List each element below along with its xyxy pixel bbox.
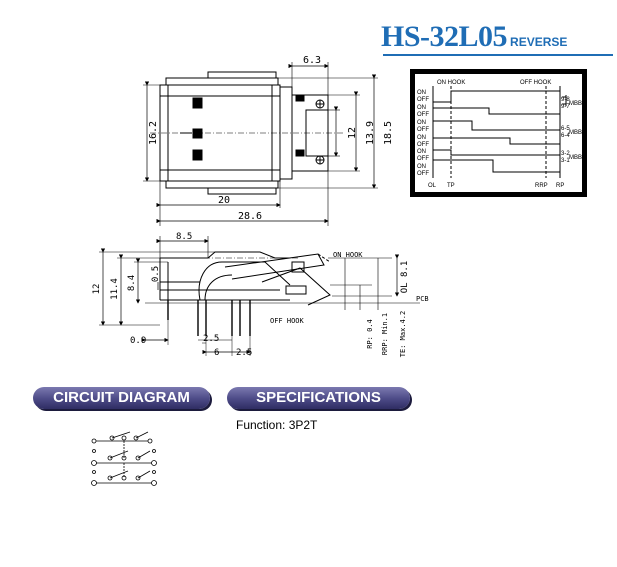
state-label: OFF: [417, 171, 429, 177]
dim-side-6: 6: [214, 348, 219, 358]
dim-side-2.5b: 2.5: [236, 348, 252, 358]
chart-on-hook: ON HOOK: [437, 80, 465, 86]
state-label: ON: [417, 164, 426, 170]
model-variant: REVERSE: [510, 35, 568, 49]
model-number: HS-32L05: [381, 20, 508, 53]
pcb-label: PCB: [416, 295, 429, 303]
contact-label: 3-2: [561, 151, 570, 157]
dim-side-0.5: 0.5: [151, 266, 161, 282]
contact-type: MBB: [569, 130, 582, 136]
dim-top-16.2: 16.2: [148, 121, 159, 145]
dim-side-8.4: 8.4: [127, 275, 137, 291]
spec-function-label: Function:: [236, 418, 286, 432]
position-label: OL: [428, 183, 437, 189]
dim-top-12: 12: [347, 127, 358, 139]
dim-side-11.4: 11.4: [110, 278, 120, 300]
position-label: TP: [447, 183, 455, 189]
dim-top-20: 20: [218, 195, 230, 206]
contact-label: 6-5: [561, 126, 570, 132]
chart-off-hook: OFF HOOK: [520, 80, 551, 86]
contact-type: MBB: [569, 101, 582, 107]
state-label: ON: [417, 149, 426, 155]
specifications-header: SPECIFICATIONS: [227, 387, 410, 409]
dim-side-8.5: 8.5: [176, 232, 192, 242]
dim-side-2.5a: 2.5: [203, 334, 219, 344]
state-label: ON: [417, 90, 426, 96]
dim-side-ol: OL 8.1: [400, 261, 410, 294]
state-label: OFF: [417, 127, 429, 133]
contact-label: 9-7: [561, 104, 570, 110]
side-on-hook: ON HOOK: [333, 251, 363, 259]
spec-function: Function: 3P2T: [236, 418, 317, 432]
stroke-rrp: RRP: Min.1: [381, 313, 389, 355]
state-label: ON: [417, 135, 426, 141]
state-label: OFF: [417, 97, 429, 103]
contact-label: 6-4: [561, 133, 570, 139]
position-label: RRP: [535, 183, 548, 189]
state-label: OFF: [417, 142, 429, 148]
state-label: OFF: [417, 112, 429, 118]
title-underline: [383, 54, 613, 56]
dim-top-28.6: 28.6: [238, 211, 262, 222]
dim-top-13.9: 13.9: [365, 121, 376, 145]
dim-top-18.5: 18.5: [383, 121, 394, 145]
top-view-drawing: [143, 62, 378, 226]
spec-function-value: 3P2T: [288, 418, 318, 432]
dim-side-12: 12: [92, 284, 102, 295]
contact-label: 3-1: [561, 158, 570, 164]
side-off-hook: OFF HOOK: [270, 317, 305, 325]
circuit-schematic: [91, 431, 157, 486]
state-label: OFF: [417, 156, 429, 162]
circuit-diagram-header: CIRCUIT DIAGRAM: [33, 387, 210, 409]
stroke-rp: RP: 0.4: [366, 319, 374, 349]
state-label: ON: [417, 120, 426, 126]
position-label: RP: [556, 183, 564, 189]
contact-label: 9-8: [561, 97, 570, 103]
side-view-drawing: [99, 236, 420, 356]
dim-side-0.9: 0.9: [130, 336, 146, 346]
timing-chart: ON HOOK OFF HOOK ON OFF ON OFF ON OFF ON…: [410, 69, 587, 197]
dim-top-6.3: 6.3: [303, 55, 321, 66]
state-label: ON: [417, 105, 426, 111]
contact-type: MBB: [569, 155, 582, 161]
stroke-te: TE: Max.4.2: [399, 311, 407, 357]
